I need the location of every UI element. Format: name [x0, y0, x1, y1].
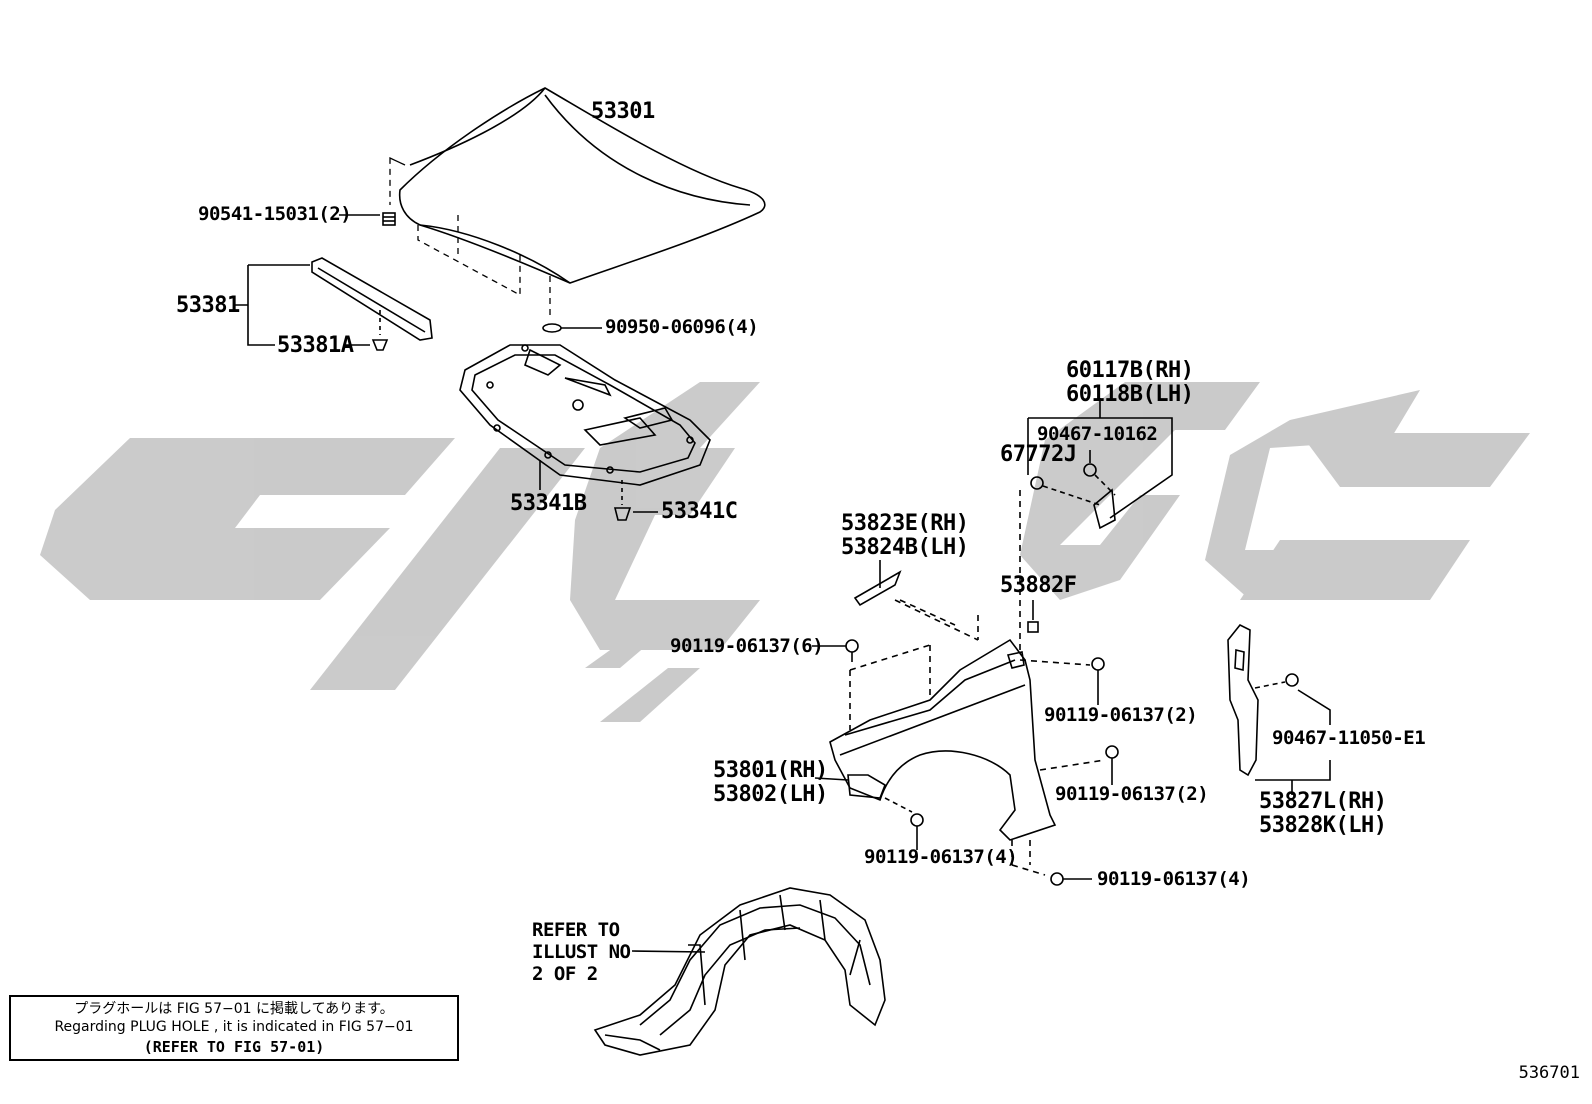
fender-pad — [1027, 600, 1039, 633]
fender-liner — [593, 887, 886, 1056]
hood-guides — [389, 156, 551, 315]
label-clip-90467-11050[interactable]: 90467-11050-E1 — [1272, 727, 1426, 749]
hood-insulator — [459, 344, 711, 521]
label-plug-hole[interactable]: 90950-06096(4) — [605, 316, 759, 338]
label-seal-rh[interactable]: 53827L(RH) — [1259, 789, 1387, 814]
label-hood-cushion[interactable]: 90541-15031(2) — [198, 203, 352, 225]
note-japanese: プラグホールは FIG 57−01 に掲載してあります。 — [74, 1001, 394, 1017]
label-clip-90467-10162[interactable]: 90467-10162 — [1037, 423, 1158, 445]
figure-number: 536701 — [1518, 1063, 1580, 1083]
label-bolt-right-b[interactable]: 90119-06137(2) — [1055, 783, 1209, 805]
label-bolt-right-a[interactable]: 90119-06137(2) — [1044, 704, 1198, 726]
label-bracket-rh[interactable]: 60117B(RH) — [1066, 358, 1194, 383]
label-hood[interactable]: 53301 — [591, 99, 655, 124]
label-hood-seal[interactable]: 53381 — [176, 293, 240, 318]
label-refer-line1: REFER TO — [532, 919, 620, 941]
fender-bolts — [812, 639, 1119, 886]
hood-seal — [234, 257, 433, 351]
label-hood-insulator[interactable]: 53341B — [510, 491, 587, 516]
fender-seal — [1227, 623, 1331, 795]
label-insulator-clip[interactable]: 53341C — [661, 499, 738, 524]
label-refer-line3: 2 OF 2 — [532, 963, 598, 985]
label-cover-rh[interactable]: 53823E(RH) — [841, 511, 969, 536]
label-refer-line2: ILLUST NO — [532, 941, 631, 963]
label-bolt-bottom-b[interactable]: 90119-06137(4) — [1097, 868, 1251, 890]
fender-bracket — [1019, 398, 1173, 650]
label-hood-seal-clip[interactable]: 53381A — [277, 333, 354, 358]
note-reference-link[interactable]: (REFER TO FIG 57-01) — [143, 1038, 325, 1056]
label-cover-lh[interactable]: 53824B(LH) — [841, 535, 969, 560]
front-fender — [814, 638, 1106, 876]
label-fender-rh[interactable]: 53801(RH) — [713, 758, 828, 783]
label-seal-lh[interactable]: 53828K(LH) — [1259, 813, 1387, 838]
hood-cushion — [339, 212, 396, 226]
part-labels: 53301 90541-15031(2) 53381 53381A 90950-… — [176, 99, 1426, 985]
label-bolt-top[interactable]: 90119-06137(6) — [670, 635, 824, 657]
brand-watermark — [40, 382, 1530, 722]
plug-hole — [542, 323, 602, 333]
hood-part — [398, 87, 766, 284]
plug-hole-note: プラグホールは FIG 57−01 に掲載してあります。 Regarding P… — [9, 995, 459, 1061]
label-bracket-lh[interactable]: 60118B(LH) — [1066, 382, 1194, 407]
label-bolt-bottom-a[interactable]: 90119-06137(4) — [864, 846, 1018, 868]
fender-cover — [853, 560, 979, 641]
note-english: Regarding PLUG HOLE , it is indicated in… — [54, 1019, 414, 1035]
label-pad[interactable]: 53882F — [1000, 573, 1077, 598]
label-fender-lh[interactable]: 53802(LH) — [713, 782, 828, 807]
label-nut-67772j[interactable]: 67772J — [1000, 442, 1077, 467]
